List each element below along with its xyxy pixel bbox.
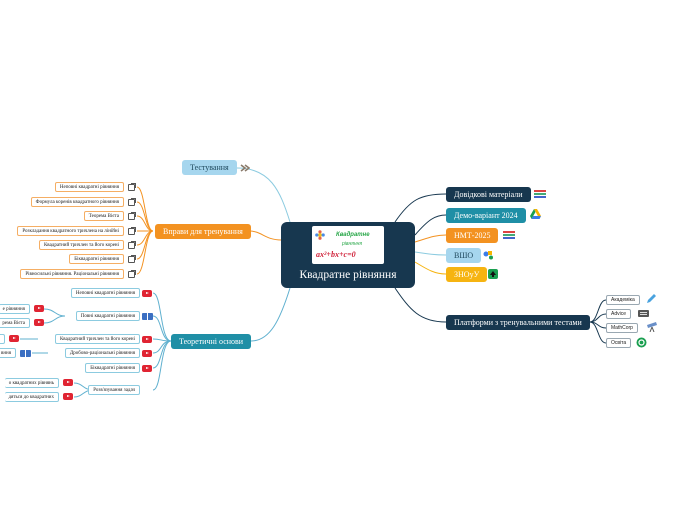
exercise-item[interactable]: Формула коренів квадратного рівняння <box>30 197 124 207</box>
thumb-formula: ax²+bx+c=0 <box>316 250 356 259</box>
pencil-icon <box>647 294 656 303</box>
node-nmt-2025[interactable]: НМТ-2025 <box>446 228 499 243</box>
node-zno[interactable]: ЗНОуУ <box>446 267 488 282</box>
node-exercises[interactable]: Вправи для тренування <box>155 224 251 239</box>
google-drive-icon <box>530 209 541 219</box>
exercise-item[interactable]: Рівносильні рівняння. Раціональні рівнян… <box>20 269 124 279</box>
thumb-text-line1: Квадратне <box>336 232 370 238</box>
keyboard-icon <box>638 310 649 317</box>
node-testing-label: Тестування <box>190 163 229 172</box>
platform-item[interactable]: Освіта <box>606 338 632 348</box>
theory-subitem[interactable]: и <box>0 334 5 344</box>
theory-subitem[interactable]: дяться до квадратних <box>4 392 59 402</box>
node-platforms[interactable]: Платформи з тренувальними тестами <box>446 315 590 330</box>
external-link-icon[interactable] <box>128 227 136 235</box>
external-link-icon[interactable] <box>128 198 136 206</box>
book-icon[interactable] <box>142 313 153 320</box>
shapes-icon <box>483 251 493 260</box>
external-link-icon[interactable] <box>128 183 136 191</box>
arrows-icon <box>240 164 250 172</box>
exercise-item[interactable]: Неповні квадратні рівняння <box>54 182 124 192</box>
platform-item[interactable]: Академіка <box>606 295 640 305</box>
theory-item[interactable]: Розв'язування задач <box>88 385 140 395</box>
video-play-icon[interactable] <box>9 335 19 342</box>
recycle-icon <box>636 337 647 348</box>
exercise-item[interactable]: Розкладання квадратного тричлена на ліні… <box>17 226 124 236</box>
books-icon <box>534 190 546 198</box>
theory-item[interactable]: Біквадратні рівняння <box>85 363 140 373</box>
wire-reference <box>394 193 447 223</box>
video-play-icon[interactable] <box>34 305 44 312</box>
node-reference-materials[interactable]: Довідкові матеріали <box>446 187 531 202</box>
node-exercises-label: Вправи для тренування <box>163 227 243 236</box>
wire-demo <box>414 214 447 236</box>
wire-nmt <box>414 234 447 243</box>
wire-platforms <box>394 287 447 323</box>
telescope-icon <box>647 322 657 332</box>
video-play-icon[interactable] <box>142 290 152 297</box>
theory-item[interactable]: Квадратний тричлен та його корені <box>54 334 140 344</box>
node-theory[interactable]: Теоретичні основи <box>171 334 252 349</box>
platform-item[interactable]: Advice <box>606 309 632 319</box>
wire-exercises <box>248 230 282 241</box>
node-theory-label: Теоретичні основи <box>179 337 244 346</box>
theory-item[interactable]: Дробово-раціональні рівняння <box>64 348 140 358</box>
video-play-icon[interactable] <box>142 365 152 372</box>
video-play-icon[interactable] <box>63 393 73 400</box>
exercise-item[interactable]: Біквадратні рівняння <box>69 254 124 264</box>
node-demo-2024[interactable]: Демо-варіант 2024 <box>446 208 526 223</box>
video-play-icon[interactable] <box>34 319 44 326</box>
node-testing[interactable]: Тестування <box>182 160 237 175</box>
wire-theory <box>250 287 291 342</box>
exercise-item[interactable]: Квадратний тричлен та його корені <box>38 240 124 250</box>
node-vsho[interactable]: ВШО <box>446 248 482 263</box>
flower-icon <box>315 230 325 240</box>
topic-thumbnail: Квадратне рівняння ax²+bx+c=0 <box>312 226 384 264</box>
book-icon[interactable] <box>20 350 31 357</box>
external-link-icon[interactable] <box>128 255 136 263</box>
external-link-icon[interactable] <box>128 241 136 249</box>
central-topic[interactable]: Квадратне рівняння ax²+bx+c=0 Квадратне … <box>281 222 415 288</box>
video-play-icon[interactable] <box>63 379 73 386</box>
central-topic-title: Квадратне рівняння <box>299 269 397 281</box>
theory-subitem[interactable]: е рівняння <box>0 304 30 314</box>
theory-subitem[interactable]: вння <box>0 348 16 358</box>
wire-zno <box>414 261 447 275</box>
external-link-icon[interactable] <box>128 212 136 220</box>
exercise-item[interactable]: Теорема Вієта <box>83 211 124 221</box>
wire-testing <box>236 167 291 223</box>
external-link-icon[interactable] <box>128 270 136 278</box>
video-play-icon[interactable] <box>142 350 152 357</box>
video-play-icon[interactable] <box>142 336 152 343</box>
wire-vsho <box>414 251 447 256</box>
books-icon <box>503 231 515 239</box>
thumb-text-line2: рівняння <box>342 241 363 247</box>
theory-item[interactable]: Повні квадратні рівняння <box>75 311 140 321</box>
theory-subitem[interactable]: о квадратних рівнянь <box>4 378 59 388</box>
platform-item[interactable]: MathCorp <box>606 323 638 333</box>
theory-item[interactable]: Неповні квадратні рівняння <box>70 288 140 298</box>
theory-subitem[interactable]: рема Вієта <box>0 318 30 328</box>
up-arrow-icon <box>488 269 498 279</box>
